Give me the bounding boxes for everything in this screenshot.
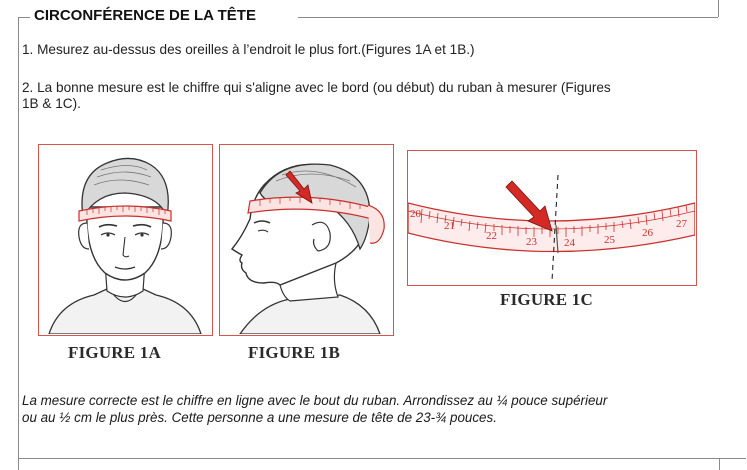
step-1: 1. Mesurez au-dessus des oreilles à l’en… [22, 42, 475, 57]
tape-number-26: 26 [642, 227, 654, 239]
head-front-tape-illustration [48, 157, 202, 335]
frame-bottom [18, 458, 746, 459]
tape-number-20: 20 [410, 208, 422, 220]
frame-left [18, 17, 19, 470]
step-2-line-2: 1B & 1C). [22, 96, 81, 111]
tape-number-22: 22 [486, 230, 497, 242]
figure-1c-caption: FIGURE 1C [500, 290, 593, 309]
tape-measure-closeup-illustration: 20 21 22 23 24 25 26 27 [408, 174, 696, 282]
frame-right-tick [718, 0, 719, 17]
step-2-line-1: 2. La bonne mesure est le chiffre qui s'… [22, 80, 611, 95]
head-side-tape-illustration [230, 163, 385, 335]
figure-1b-frame [219, 144, 394, 336]
tape-number-21: 21 [444, 220, 455, 232]
figure-1a-frame [38, 144, 213, 336]
note-line-2: ou au ½ cm le plus près. Cette personne … [22, 410, 497, 425]
tape-number-25: 25 [604, 234, 616, 246]
figure-1c-frame: 20 21 22 23 24 25 26 27 [407, 150, 697, 286]
figure-1b-caption: FIGURE 1B [248, 343, 341, 362]
measurement-note: La mesure correcte est le chiffre en lig… [22, 392, 727, 426]
note-line-1: La mesure correcte est le chiffre en lig… [22, 393, 608, 408]
frame-top-left [18, 17, 30, 18]
tape-number-27: 27 [676, 218, 688, 230]
tape-number-23: 23 [526, 236, 538, 248]
frame-bottom-right-tick [719, 458, 720, 470]
figure-1a-caption: FIGURE 1A [68, 343, 161, 362]
frame-top-right [298, 17, 718, 18]
tape-number-24: 24 [564, 237, 576, 249]
section-title: CIRCONFÉRENCE DE LA TÊTE [30, 7, 260, 24]
step-2: 2. La bonne mesure est le chiffre qui s'… [22, 80, 727, 112]
